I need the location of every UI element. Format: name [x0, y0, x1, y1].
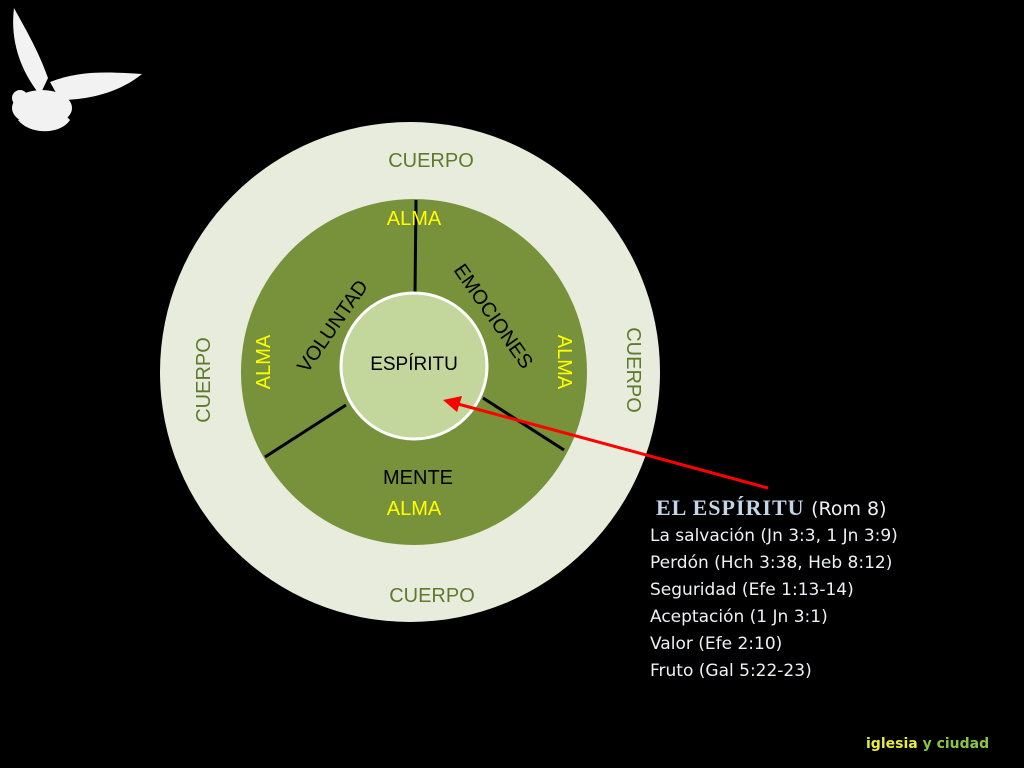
cuerpo-left-label: CUERPO [193, 337, 215, 423]
reference-item: Aceptación (1 Jn 3:1) [650, 607, 828, 627]
espiritu-label: ESPÍRITU [370, 354, 458, 375]
dove-icon [12, 8, 142, 132]
arrow [443, 396, 769, 490]
cuerpo-bottom-label: CUERPO [389, 585, 475, 607]
reference-item: Seguridad (Efe 1:13-14) [650, 580, 854, 600]
references-title: EL ESPÍRITU (Rom 8) [656, 495, 887, 520]
brand-logo: iglesia y ciudad [866, 736, 990, 752]
reference-item: La salvación (Jn 3:3, 1 Jn 3:9) [650, 526, 898, 546]
alma-top-label: ALMA [387, 208, 442, 230]
segment-dividers [264, 199, 565, 459]
reference-item: Fruto (Gal 5:22-23) [650, 661, 812, 681]
cuerpo-right-label: CUERPO [622, 327, 644, 413]
reference-item: Valor (Efe 2:10) [650, 634, 783, 654]
cuerpo-top-label: CUERPO [388, 150, 474, 172]
reference-item: Perdón (Hch 3:38, Heb 8:12) [650, 553, 893, 573]
alma-left-label: ALMA [253, 334, 275, 389]
alma-right-label: ALMA [553, 335, 575, 390]
spirit-references: EL ESPÍRITU (Rom 8) La salvación (Jn 3:3… [650, 494, 898, 685]
alma-bottom-label: ALMA [387, 498, 442, 520]
mente-label: MENTE [383, 467, 453, 489]
